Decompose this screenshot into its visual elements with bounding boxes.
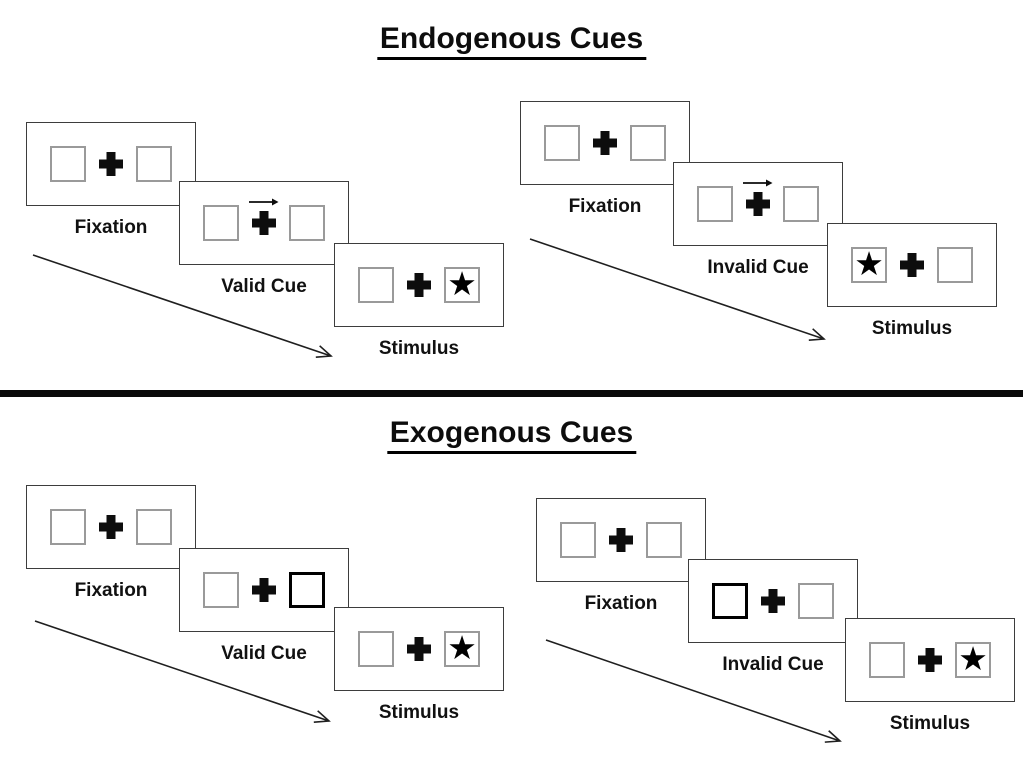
left-box: ★: [851, 247, 887, 283]
fixation-cross-icon: [407, 273, 431, 297]
stimulus-screen: ★: [827, 223, 997, 307]
left-box: [358, 267, 394, 303]
valid-cue-label: Valid Cue: [221, 643, 307, 664]
right-box: [646, 522, 682, 558]
left-box: [50, 146, 86, 182]
right-box: [136, 146, 172, 182]
stimulus-label: Stimulus: [378, 702, 460, 723]
left-box: [560, 522, 596, 558]
star-icon: ★: [447, 628, 477, 667]
star-icon: ★: [447, 264, 477, 303]
fixation-label: Fixation: [74, 580, 148, 601]
right-box: ★: [444, 631, 480, 667]
fixation-screen: [26, 122, 196, 206]
cue-arrow-icon: [743, 179, 773, 187]
section-divider: [0, 390, 1023, 397]
fixation-screen: [536, 498, 706, 582]
stimulus-label: Stimulus: [378, 338, 460, 359]
fixation-cross-icon: [918, 648, 942, 672]
stimulus-screen: ★: [845, 618, 1015, 702]
left-box: [869, 642, 905, 678]
fixation-cross-icon: [761, 589, 785, 613]
fixation-cross-icon: [407, 637, 431, 661]
cue-screen: [179, 181, 349, 265]
right-box: ★: [444, 267, 480, 303]
right-box: [289, 205, 325, 241]
fixation-screen: [26, 485, 196, 569]
section-title-endogenous: Endogenous Cues: [376, 22, 647, 60]
fixation-cross-icon: [99, 152, 123, 176]
stimulus-label: Stimulus: [889, 713, 971, 734]
fixation-cross-icon: [746, 192, 770, 216]
right-box: ★: [955, 642, 991, 678]
fixation-cross-icon: [593, 131, 617, 155]
fixation-cross-icon: [252, 578, 276, 602]
right-box: [937, 247, 973, 283]
left-box: [358, 631, 394, 667]
stimulus-screen: ★: [334, 243, 504, 327]
cue-screen: [673, 162, 843, 246]
section-title-exogenous: Exogenous Cues: [386, 416, 637, 454]
left-box: [203, 572, 239, 608]
invalid-cue-label: Invalid Cue: [707, 257, 809, 278]
star-icon: ★: [958, 639, 988, 678]
timeline-arrow: [545, 639, 842, 743]
left-box: [203, 205, 239, 241]
valid-cue-label: Valid Cue: [221, 276, 307, 297]
highlighted-right-box: [289, 572, 325, 608]
timeline-arrow: [34, 620, 331, 723]
fixation-cross-icon: [99, 515, 123, 539]
timeline-arrow: [529, 238, 826, 341]
cue-screen: [688, 559, 858, 643]
right-box: [136, 509, 172, 545]
invalid-cue-label: Invalid Cue: [722, 654, 824, 675]
fixation-label: Fixation: [584, 593, 658, 614]
star-icon: ★: [854, 244, 884, 283]
fixation-cross-icon: [609, 528, 633, 552]
left-box: [50, 509, 86, 545]
fixation-cross-icon: [900, 253, 924, 277]
right-box: [630, 125, 666, 161]
right-box: [783, 186, 819, 222]
cue-arrow-icon: [249, 198, 279, 206]
stimulus-label: Stimulus: [871, 318, 953, 339]
fixation-label: Fixation: [74, 217, 148, 238]
stimulus-screen: ★: [334, 607, 504, 691]
left-box: [544, 125, 580, 161]
left-box: [697, 186, 733, 222]
right-box: [798, 583, 834, 619]
highlighted-left-box: [712, 583, 748, 619]
fixation-label: Fixation: [568, 196, 642, 217]
timeline-arrow: [32, 254, 333, 358]
fixation-cross-icon: [252, 211, 276, 235]
cue-screen: [179, 548, 349, 632]
fixation-screen: [520, 101, 690, 185]
